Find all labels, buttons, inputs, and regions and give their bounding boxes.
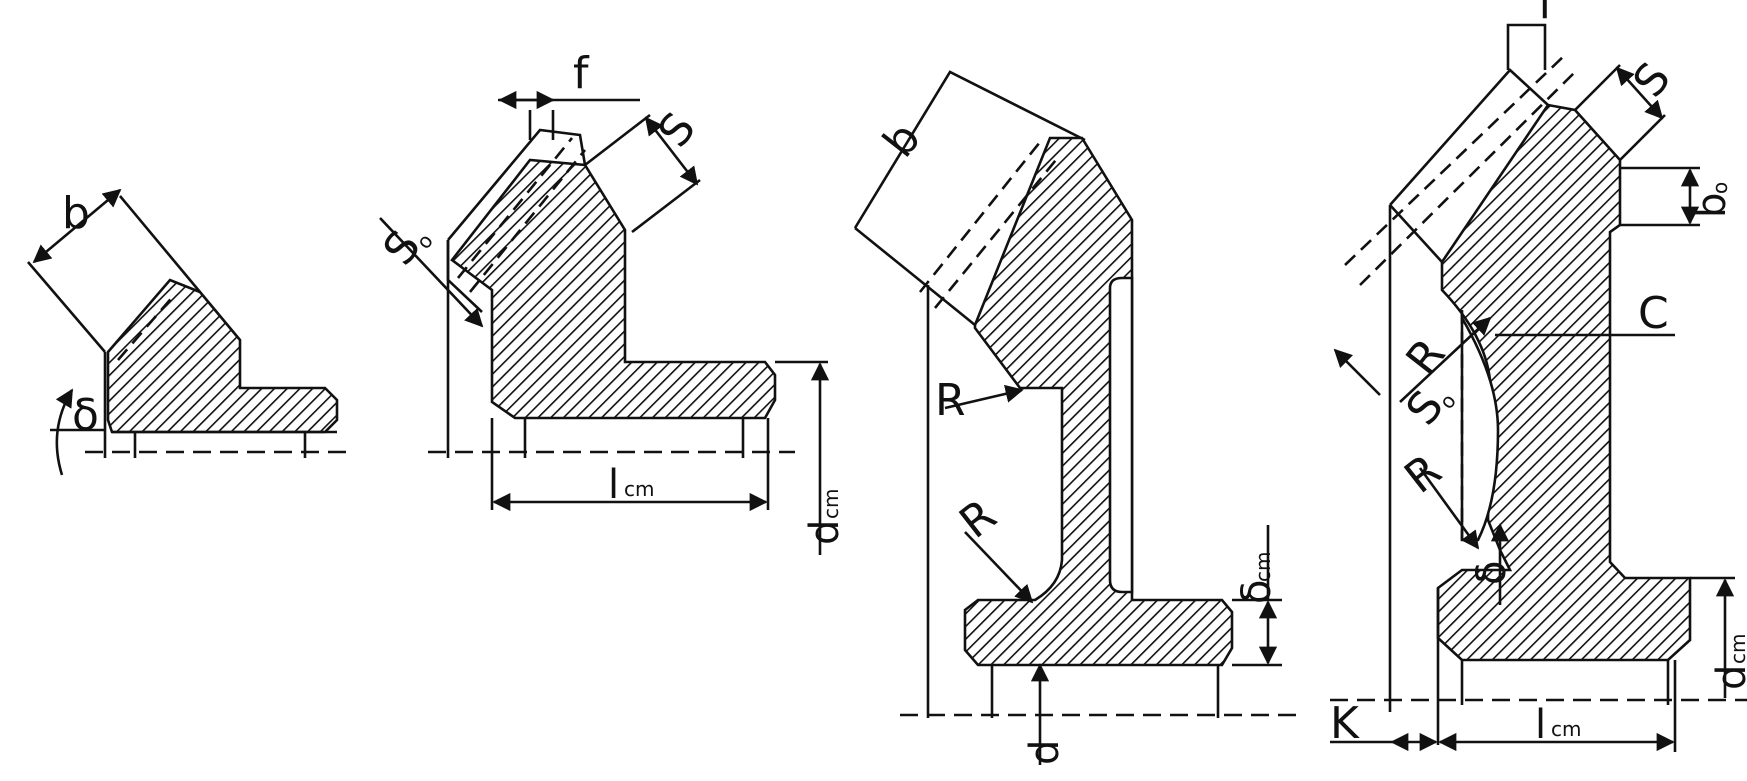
figure-4-label-s0-group: S o xyxy=(1396,381,1460,434)
figure-1-fillet-weld xyxy=(27,188,355,476)
figure-4-label-d: d xyxy=(1709,665,1747,690)
figure-3-label-r-top: R xyxy=(935,375,966,426)
figure-3-dim-r-bottom xyxy=(964,531,1034,604)
figure-4-dim-s0 xyxy=(1333,348,1381,396)
figure-4-label-f: f xyxy=(1538,0,1555,29)
figure-3-label-b-group: b xyxy=(873,113,930,166)
figure-2-dim-s0 xyxy=(379,217,484,328)
figure-2-label-dcm-group: d cm xyxy=(802,489,848,545)
figure-4-label-k: K xyxy=(1330,698,1360,749)
figure-4-label-s: S xyxy=(1623,53,1680,106)
figure-1-dim-b xyxy=(32,188,122,264)
figure-2-label-s: S xyxy=(648,103,705,156)
figure-1-label-delta: δ xyxy=(72,390,99,441)
figure-3-label-b: b xyxy=(873,113,930,166)
figure-2-label-l-sub: cm xyxy=(624,477,654,501)
figure-2-dim-s xyxy=(644,116,699,186)
figure-3-label-d: d xyxy=(1022,740,1068,765)
figure-4-label-l: l xyxy=(1535,702,1546,748)
figure-4-label-b: b xyxy=(1689,193,1735,218)
figure-3-label-r-bottom: R xyxy=(950,490,1005,549)
figure-2-weld-section xyxy=(450,158,777,420)
figure-4-label-r-bottom: R xyxy=(1395,445,1450,504)
figure-4-label-r-bottom-group: R xyxy=(1395,445,1450,504)
figure-3-label-r-bottom-group: R xyxy=(950,490,1005,549)
figure-2-label-f: f xyxy=(573,48,590,99)
figure-3-label-delta-group: δ cm xyxy=(1234,552,1280,604)
figure-4-tee-weld-with-root xyxy=(1330,23,1747,752)
figure-4-label-l-sub: cm xyxy=(1551,717,1581,741)
figure-4-label-d-sub: cm xyxy=(1726,634,1747,664)
figure-4-dim-r-bottom xyxy=(1418,467,1480,550)
figure-4-label-r-top-group: R xyxy=(1396,329,1455,384)
figure-2-double-bevel-weld xyxy=(379,90,830,555)
figure-2-label-l: l xyxy=(608,462,619,508)
figure-3-label-d-group: d xyxy=(1022,740,1068,765)
figure-3-tee-weld xyxy=(853,70,1300,765)
figure-4-label-b-sub: o xyxy=(1708,182,1732,194)
figure-4-label-b0-group: b o xyxy=(1689,182,1735,218)
figure-2-label-d: d xyxy=(802,520,848,545)
figure-4-label-dcm-group: d cm xyxy=(1709,634,1747,690)
figure-2-label-d-sub: cm xyxy=(819,489,843,519)
figure-4-dim-r-top xyxy=(1399,316,1492,403)
figure-1-weld-section xyxy=(106,278,339,434)
figure-4-label-delta-group: δ xyxy=(1469,561,1515,585)
figure-4-dim-s xyxy=(1615,66,1664,120)
figure-4-label-r-top: R xyxy=(1396,329,1455,384)
figure-3-weld-section xyxy=(963,136,1234,667)
figure-4-label-s-group: S xyxy=(1623,53,1680,106)
figure-3-dim-r-top xyxy=(944,384,1024,410)
figure-3-label-delta: δ xyxy=(1234,580,1280,604)
figure-1-label-b: b xyxy=(62,188,90,239)
figure-1-angle-arc xyxy=(55,388,74,476)
figure-2-label-s-group: S xyxy=(648,103,705,156)
figure-4-label-c: C xyxy=(1638,288,1669,339)
figure-4-label-delta: δ xyxy=(1469,561,1515,585)
figure-3-label-delta-sub: cm xyxy=(1251,552,1275,582)
